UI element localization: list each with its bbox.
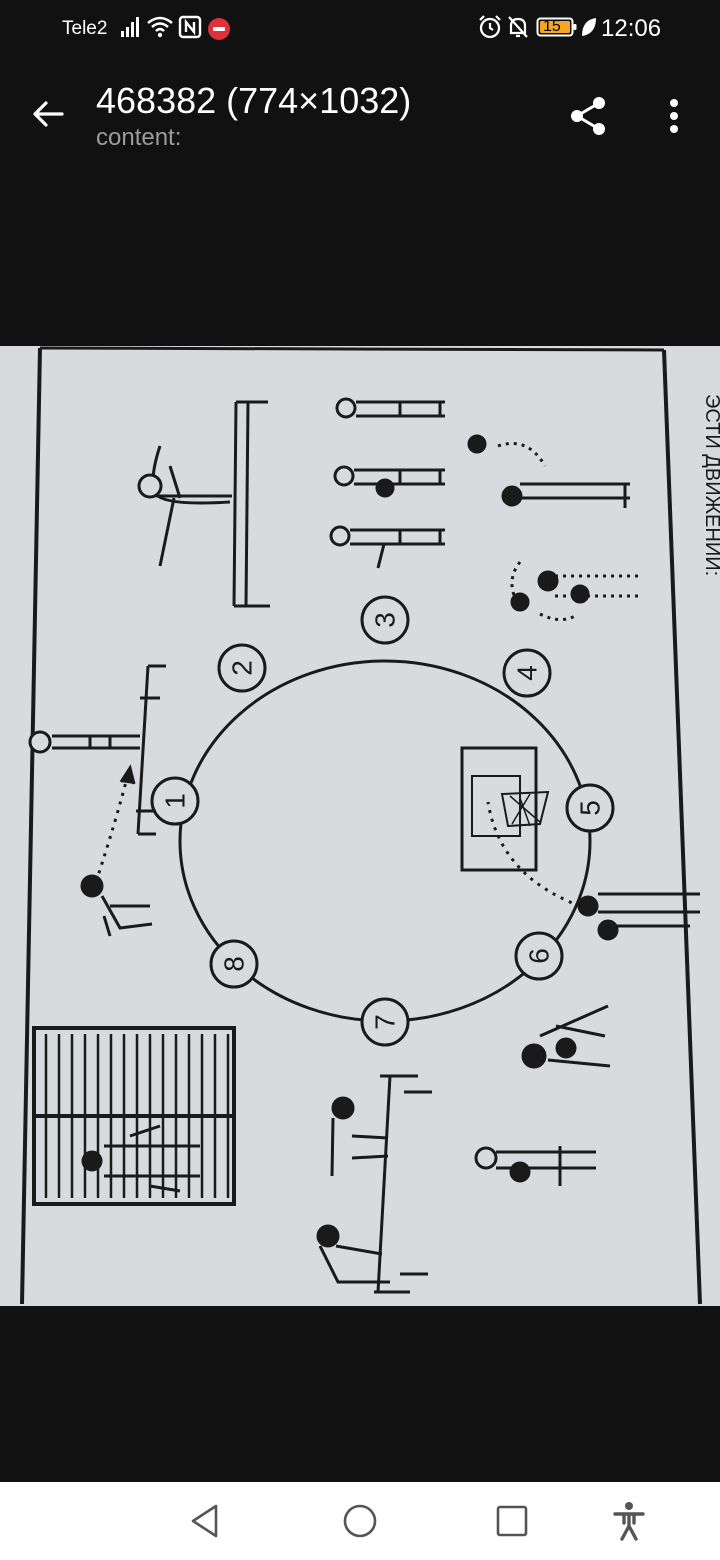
wall-bars-illustration (32, 1026, 236, 1206)
station-6-label: 6 (524, 948, 555, 964)
image-subtitle: content: (96, 124, 182, 151)
station-7-label: 7 (370, 1014, 401, 1030)
mute-icon (508, 16, 528, 38)
status-bar: Tele2 15 12:06 (0, 0, 720, 58)
battery-level: 15 (543, 18, 561, 35)
station-1-label: 1 (160, 793, 191, 809)
accessibility-icon (613, 1502, 645, 1541)
station-5: 5 (565, 783, 615, 833)
nav-home-button[interactable] (335, 1496, 385, 1546)
nfc-icon (178, 15, 202, 39)
battery-icon (536, 17, 577, 37)
viewed-photo[interactable]: 1 2 3 4 5 6 7 8 (0, 346, 720, 1306)
throwing-figures-illustration (329, 397, 445, 569)
wifi-icon (147, 16, 173, 38)
nav-recents-button[interactable] (487, 1496, 537, 1546)
station-7: 7 (360, 997, 410, 1047)
bench-jump-illustration (28, 664, 166, 937)
back-button[interactable] (22, 88, 74, 140)
station-5-label: 5 (575, 800, 606, 816)
home-circle-icon (343, 1504, 377, 1538)
leaf-icon (582, 18, 596, 36)
station-6: 6 (514, 931, 564, 981)
signal-icon (121, 17, 139, 37)
app-bar: 468382 (774×1032) content: (0, 60, 720, 170)
notification-badge-icon (208, 18, 230, 40)
bench-crawl-illustration (316, 1074, 432, 1294)
system-nav-bar (0, 1482, 720, 1560)
station-2-label: 2 (227, 660, 258, 676)
alarm-icon (479, 15, 501, 39)
nav-back-button[interactable] (180, 1496, 230, 1546)
more-vert-icon (670, 99, 678, 133)
share-button[interactable] (562, 90, 614, 142)
accessibility-button[interactable] (604, 1496, 654, 1546)
image-title: 468382 (774×1032) (96, 80, 412, 121)
station-8-label: 8 (219, 956, 250, 972)
station-1: 1 (150, 776, 200, 826)
station-4: 4 (502, 648, 552, 698)
station-4-label: 4 (512, 665, 543, 681)
station-markers: 1 2 3 4 5 6 7 8 (150, 595, 615, 1047)
balance-beam-illustration (137, 400, 270, 608)
station-2: 2 (217, 643, 267, 693)
carrier-name: Tele2 (62, 18, 108, 39)
basketball-hoop-illustration (460, 746, 700, 941)
recents-square-icon (496, 1505, 528, 1537)
back-triangle-icon (191, 1504, 218, 1538)
edge-caption: ЭСТИ ДВИЖЕНИЙ: (701, 394, 720, 576)
more-options-button[interactable] (650, 90, 698, 142)
station-3: 3 (360, 595, 410, 645)
share-icon (571, 97, 605, 135)
dribbling-figures-illustration (474, 1004, 611, 1186)
ball-toss-illustration (467, 434, 640, 621)
clock: 12:06 (601, 15, 662, 42)
station-3-label: 3 (370, 612, 401, 628)
station-8: 8 (209, 939, 259, 989)
back-arrow-icon (33, 101, 64, 127)
